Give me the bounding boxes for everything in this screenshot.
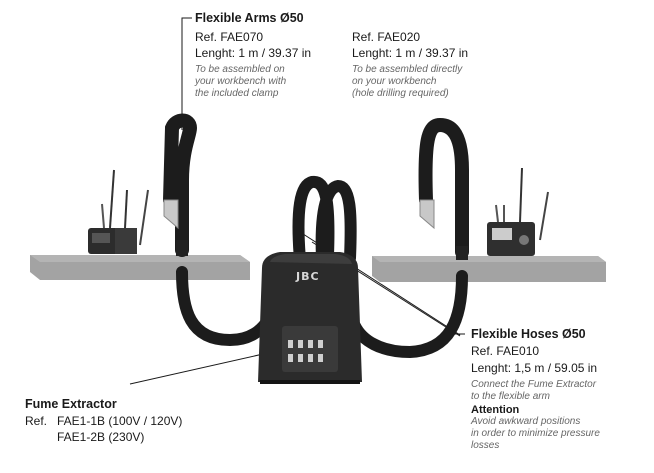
arm-right-spec: Ref. FAE020 Lenght: 1 m / 39.37 in To be…	[352, 30, 468, 100]
hoses-length: Lenght: 1,5 m / 59.05 in	[471, 361, 598, 375]
extractor-title: Fume Extractor	[25, 397, 117, 411]
hoses-attention-title: Attention	[471, 404, 520, 416]
arm-right-length: Lenght: 1 m / 39.37 in	[352, 46, 469, 60]
extractor-ref-prefix: Ref.	[25, 414, 48, 428]
right-soldering-station	[487, 167, 549, 256]
arm-left-note: To be assembled on your workbench with t…	[195, 64, 311, 100]
arm-left-length: Lenght: 1 m / 39.37 in	[195, 46, 312, 60]
right-workbench	[372, 256, 606, 282]
left-workbench	[30, 255, 250, 280]
arm-right-note-line-2: on your workbench	[352, 76, 437, 87]
hoses-attention-line-2: in order to minimize pressure	[471, 428, 600, 439]
hoses-spec: Flexible Hoses Ø50 Ref. FAE010 Lenght: 1…	[471, 327, 600, 452]
extractor-spec: Fume Extractor Ref. FAE1-1B (100V / 120V…	[25, 397, 182, 444]
extractor-model-2: FAE1-2B (230V)	[57, 430, 145, 444]
left-soldering-station	[88, 169, 149, 254]
extractor-model-1: FAE1-1B (100V / 120V)	[57, 414, 183, 428]
arm-left-note-line-2: your workbench with	[195, 76, 287, 87]
arm-left-note-line-3: the included clamp	[195, 88, 279, 99]
hoses-title: Flexible Hoses Ø50	[471, 327, 586, 341]
arm-left-ref: Ref. FAE070	[195, 30, 264, 44]
arms-title: Flexible Arms Ø50	[195, 11, 304, 25]
arm-left-note-line-1: To be assembled on	[195, 64, 285, 75]
hoses-attention-line-3: losses	[471, 440, 500, 451]
fume-extractor	[258, 252, 362, 384]
arm-right-note: To be assembled directly on your workben…	[352, 64, 468, 100]
arm-right-note-line-1: To be assembled directly	[352, 64, 463, 75]
arm-right-ref: Ref. FAE020	[352, 30, 421, 44]
arm-left-spec: Ref. FAE070 Lenght: 1 m / 39.37 in To be…	[195, 30, 311, 100]
flexible-hoses	[176, 175, 468, 359]
hoses-attention-note: Avoid awkward positions in order to mini…	[471, 416, 600, 452]
hoses-attention-line-1: Avoid awkward positions	[471, 416, 581, 427]
extractor-models: Ref. FAE1-1B (100V / 120V)	[25, 414, 182, 428]
arms-callout-line	[181, 17, 192, 130]
right-flexible-arm	[418, 117, 469, 260]
hoses-note-line-1: Connect the Fume Extractor	[471, 379, 597, 390]
arm-right-note-line-3: (hole drilling required)	[352, 88, 449, 99]
hoses-note-line-2: to the flexible arm	[471, 391, 550, 402]
extractor-brand-logo: JBC	[296, 270, 320, 283]
hoses-ref: Ref. FAE010	[471, 344, 540, 358]
hoses-note: Connect the Fume Extractor to the flexib…	[471, 379, 600, 403]
left-flexible-arm	[163, 113, 198, 257]
extractor-callout-line	[129, 351, 273, 385]
